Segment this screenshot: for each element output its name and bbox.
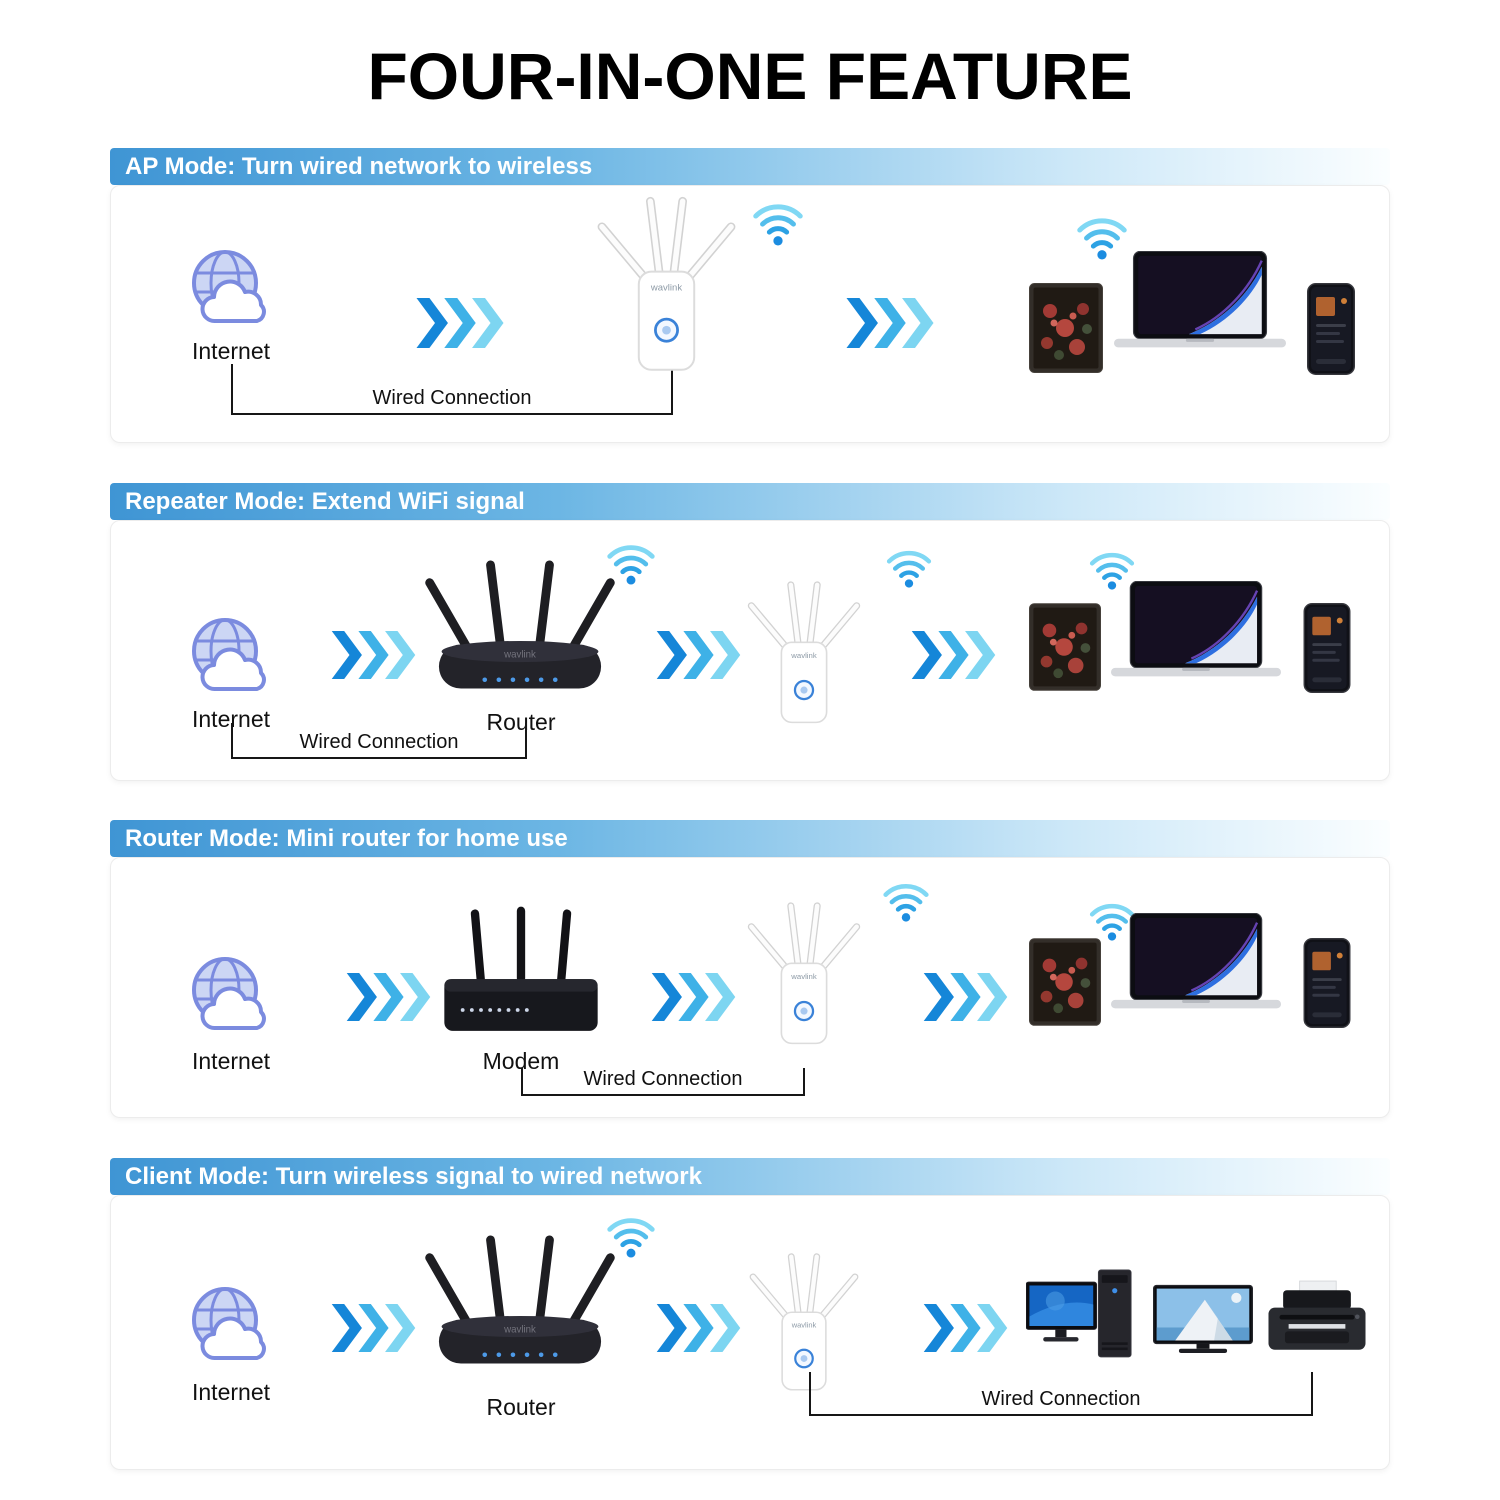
wired-connection-line: Wired Connection: [231, 723, 527, 759]
arrow-chevrons-icon: [331, 1304, 416, 1352]
internet-globe-icon: [181, 1278, 281, 1378]
section-header-text: Client Mode: Turn wireless signal to wir…: [125, 1163, 702, 1190]
section-header-text: Router Mode: Mini router for home use: [125, 825, 568, 852]
section-client-mode: Client Mode: Turn wireless signal to wir…: [110, 1158, 1390, 1470]
wifi-signal-icon: [603, 541, 659, 586]
arrow-chevrons-icon: [331, 631, 416, 679]
wired-connection-line: Wired Connection: [231, 364, 673, 415]
wired-connection-line: Wired Connection: [809, 1372, 1313, 1416]
wifi-signal-icon: [603, 1214, 659, 1259]
section-header-text: AP Mode: Turn wired network to wireless: [125, 153, 593, 180]
modem-label: Modem: [482, 1048, 560, 1074]
section-header: AP Mode: Turn wired network to wireless: [110, 148, 1390, 185]
tablet-device: [1029, 938, 1101, 1026]
router-device: [414, 559, 626, 700]
arrow-chevrons-icon: [923, 1304, 1008, 1352]
phone-device: [1303, 938, 1351, 1028]
arrow-chevrons-icon: [846, 298, 934, 348]
wired-connection-label: Wired Connection: [583, 1068, 743, 1090]
wifi-extender-device: [579, 194, 754, 384]
wifi-signal-icon: [883, 547, 935, 589]
arrow-chevrons-icon: [911, 631, 996, 679]
section-header: Router Mode: Mini router for home use: [110, 820, 1390, 857]
wifi-signal-icon: [749, 200, 807, 247]
internet-globe-icon: [181, 948, 281, 1048]
router-label: Router: [486, 709, 556, 735]
wifi-extender-device: [729, 900, 879, 1055]
wired-connection-label: Wired Connection: [372, 387, 532, 409]
internet-globe-icon: [181, 241, 281, 341]
section-panel: Internet Router Wired Connection: [110, 520, 1390, 781]
laptop-device: [1114, 251, 1286, 350]
internet-label: Internet: [192, 338, 270, 364]
wifi-signal-icon: [879, 880, 933, 923]
router-device: [414, 1234, 626, 1375]
section-header-text: Repeater Mode: Extend WiFi signal: [125, 488, 525, 515]
arrow-chevrons-icon: [416, 298, 504, 348]
section-repeater-mode: Repeater Mode: Extend WiFi signal Intern…: [110, 483, 1390, 781]
internet-label: Internet: [192, 1048, 270, 1074]
modem-device: [421, 904, 621, 1046]
tablet-device: [1029, 283, 1103, 373]
desktop-computer-device: [1026, 1268, 1138, 1365]
arrow-chevrons-icon: [651, 973, 736, 1021]
wired-connection-line: Wired Connection: [521, 1068, 805, 1096]
section-panel: Internet Wired Connection: [110, 185, 1390, 443]
wired-connection-label: Wired Connection: [981, 1388, 1141, 1410]
section-router-mode: Router Mode: Mini router for home use In…: [110, 820, 1390, 1118]
wired-connection-label: Wired Connection: [299, 731, 459, 753]
phone-device: [1307, 283, 1355, 375]
wifi-extender-device: [729, 579, 879, 734]
tv-device: [1153, 1284, 1253, 1358]
section-header: Repeater Mode: Extend WiFi signal: [110, 483, 1390, 520]
laptop-device: [1111, 913, 1281, 1011]
phone-device: [1303, 603, 1351, 693]
arrow-chevrons-icon: [346, 973, 431, 1021]
section-header: Client Mode: Turn wireless signal to wir…: [110, 1158, 1390, 1195]
internet-label: Internet: [192, 1379, 270, 1405]
section-panel: Internet Router Wired Connection: [110, 1195, 1390, 1470]
section-panel: Internet Modem Wired Connection: [110, 857, 1390, 1118]
printer-device: [1263, 1280, 1371, 1359]
internet-globe-icon: [181, 609, 281, 709]
section-ap-mode: AP Mode: Turn wired network to wireless …: [110, 148, 1390, 443]
page-title: FOUR-IN-ONE FEATURE: [367, 39, 1133, 113]
laptop-device: [1111, 581, 1281, 679]
router-label: Router: [486, 1394, 556, 1420]
arrow-chevrons-icon: [923, 973, 1008, 1021]
tablet-device: [1029, 603, 1101, 691]
